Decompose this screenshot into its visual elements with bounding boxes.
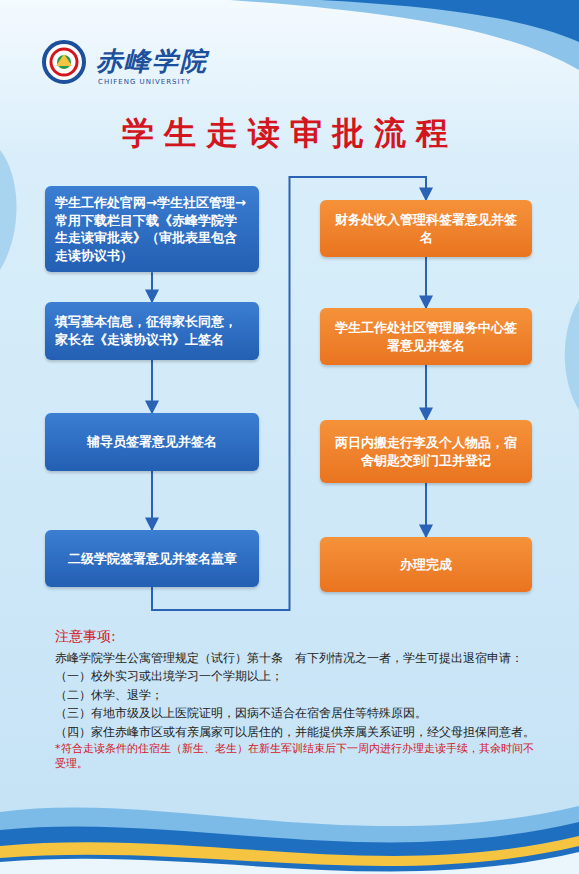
side-wave [565,300,579,410]
notes-item: （三）有地市级及以上医院证明，因病不适合在宿舍居住等特殊原因。 [55,705,537,722]
process-box: 办理完成 [320,537,532,592]
process-box: 学生工作处社区管理服务中心签署意见并签名 [320,308,532,365]
flow-arrow [425,483,427,537]
bottom-wave [0,852,579,874]
box-text: 学生工作处官网→学生社区管理→常用下载栏目下载《赤峰学院学生走读审批表》（审批表… [55,194,249,264]
bottom-wave [0,822,579,874]
top-wave [320,0,579,42]
notes-remark: *符合走读条件的住宿生（新生、老生）在新生军训结束后下一周内进行办理走读手续，其… [55,742,537,772]
process-box: 辅导员签署意见并签名 [45,413,259,471]
box-text: 填写基本信息，征得家长同意，家长在《走读协议书》上签名 [55,313,249,348]
logo-subtext: CHIFENG UNIVERSITY [98,78,298,86]
flow-arrow [151,272,153,302]
notes-item: （一）校外实习或出境学习一个学期以上； [55,668,537,685]
logo-text: 赤峰学院 [96,44,296,79]
logo [44,42,84,82]
box-text: 两日内搬走行李及个人物品，宿舍钥匙交到门卫并登记 [330,434,522,469]
process-box: 财务处收入管理科签署意见并签名 [320,200,532,257]
box-text: 二级学院签署意见并签名盖章 [68,550,237,568]
process-box: 两日内搬走行李及个人物品，宿舍钥匙交到门卫并登记 [320,420,532,483]
notes-text: 赤峰学院学生公寓管理规定（试行）第十条 有下列情况之一者，学生可提出退宿申请： [55,650,537,667]
flow-arrow [151,471,153,530]
title: 学生走读审批流程 [0,112,579,156]
side-wave [0,150,17,270]
box-text: 学生工作处社区管理服务中心签署意见并签名 [330,319,522,354]
box-text: 财务处收入管理科签署意见并签名 [330,211,522,246]
notes-item: （四）家住赤峰市区或有亲属家可以居住的，并能提供亲属关系证明，经父母担保同意者。 [55,724,537,741]
box-text: 辅导员签署意见并签名 [87,433,217,451]
process-box: 二级学院签署意见并签名盖章 [45,530,259,587]
box-text: 办理完成 [400,556,452,574]
process-box: 学生工作处官网→学生社区管理→常用下载栏目下载《赤峰学院学生走读审批表》（审批表… [45,186,259,272]
flow-arrow [425,365,427,420]
process-box: 填写基本信息，征得家长同意，家长在《走读协议书》上签名 [45,302,259,360]
notes-item: （二）休学、退学； [55,687,537,704]
bottom-wave [0,806,579,874]
top-wave [230,0,579,70]
flow-arrow [151,360,153,413]
flow-arrow [425,257,427,308]
notes-heading: 注意事项: [55,628,535,646]
